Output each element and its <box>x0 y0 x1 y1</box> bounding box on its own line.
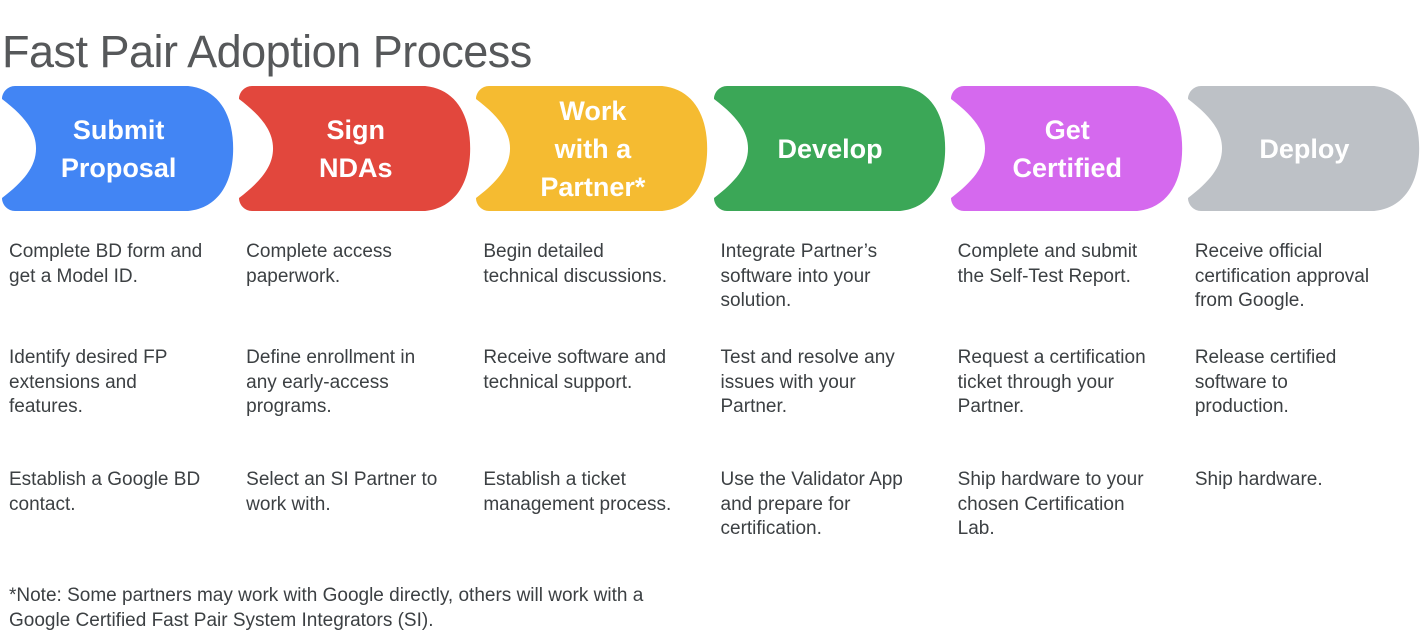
stage-step-text: Complete BD form and get a Model ID. <box>9 241 203 287</box>
page-title: Fast Pair Adoption Process <box>2 26 532 78</box>
stage-step-text: Complete and submit the Self-Test Report… <box>957 241 1138 287</box>
stage-step-text: Define enrollment in any early-access pr… <box>246 347 416 417</box>
stage-step-text: Integrate Partner’s software into your s… <box>720 241 878 311</box>
stage-step-text: Ship hardware. <box>1194 469 1323 490</box>
stage-shape <box>950 86 1182 211</box>
stage-submit-proposal: Submit Proposal <box>0 86 237 211</box>
stage-step-text: Establish a Google BD contact. <box>9 469 201 515</box>
stage-step-text: Release certified software to production… <box>1194 347 1337 417</box>
stage-label: Deploy <box>1259 133 1350 164</box>
stage-label: Get Certified <box>1012 114 1122 183</box>
stage-work-with-partner: Work with a Partner* <box>474 86 711 211</box>
stage-step-text: Receive official certification approval … <box>1194 241 1370 311</box>
stage-shape <box>2 86 234 211</box>
stage-shape <box>239 86 471 211</box>
process-stages: Submit Proposal Sign NDAs Work with a Pa… <box>0 86 1423 211</box>
stage-step-text: Complete access paperwork. <box>246 241 392 287</box>
stage-step-text: Request a certification ticket through y… <box>957 347 1146 417</box>
stage-shape <box>713 86 945 211</box>
stage-step-text: Select an SI Partner to work with. <box>246 469 438 515</box>
stage-sign-ndas: Sign NDAs <box>237 86 474 211</box>
stage-step-text: Establish a ticket management process. <box>483 469 672 515</box>
stage-step-text: Test and resolve any issues with your Pa… <box>720 347 895 417</box>
stage-deploy: Deploy <box>1186 86 1423 211</box>
stage-step-text: Identify desired FP extensions and featu… <box>9 347 168 417</box>
stage-get-certified: Get Certified <box>949 86 1186 211</box>
stage-shape <box>476 86 708 211</box>
stage-develop: Develop <box>712 86 949 211</box>
stage-descriptions: Complete BD form and get a Model ID. Com… <box>0 240 1423 542</box>
stage-step-text: Use the Validator App and prepare for ce… <box>720 469 903 539</box>
footnote-text: *Note: Some partners may work with Googl… <box>9 585 644 631</box>
stage-label: Develop <box>777 133 883 164</box>
stage-step-text: Ship hardware to your chosen Certificati… <box>957 469 1144 539</box>
stage-step-text: Receive software and technical support. <box>483 347 667 393</box>
stage-step-text: Begin detailed technical discussions. <box>483 241 668 287</box>
stage-label: Work with a Partner* <box>540 95 646 202</box>
stage-label: Submit Proposal <box>60 114 177 183</box>
stage-shape <box>1187 86 1419 211</box>
stage-label: Sign NDAs <box>318 114 393 183</box>
